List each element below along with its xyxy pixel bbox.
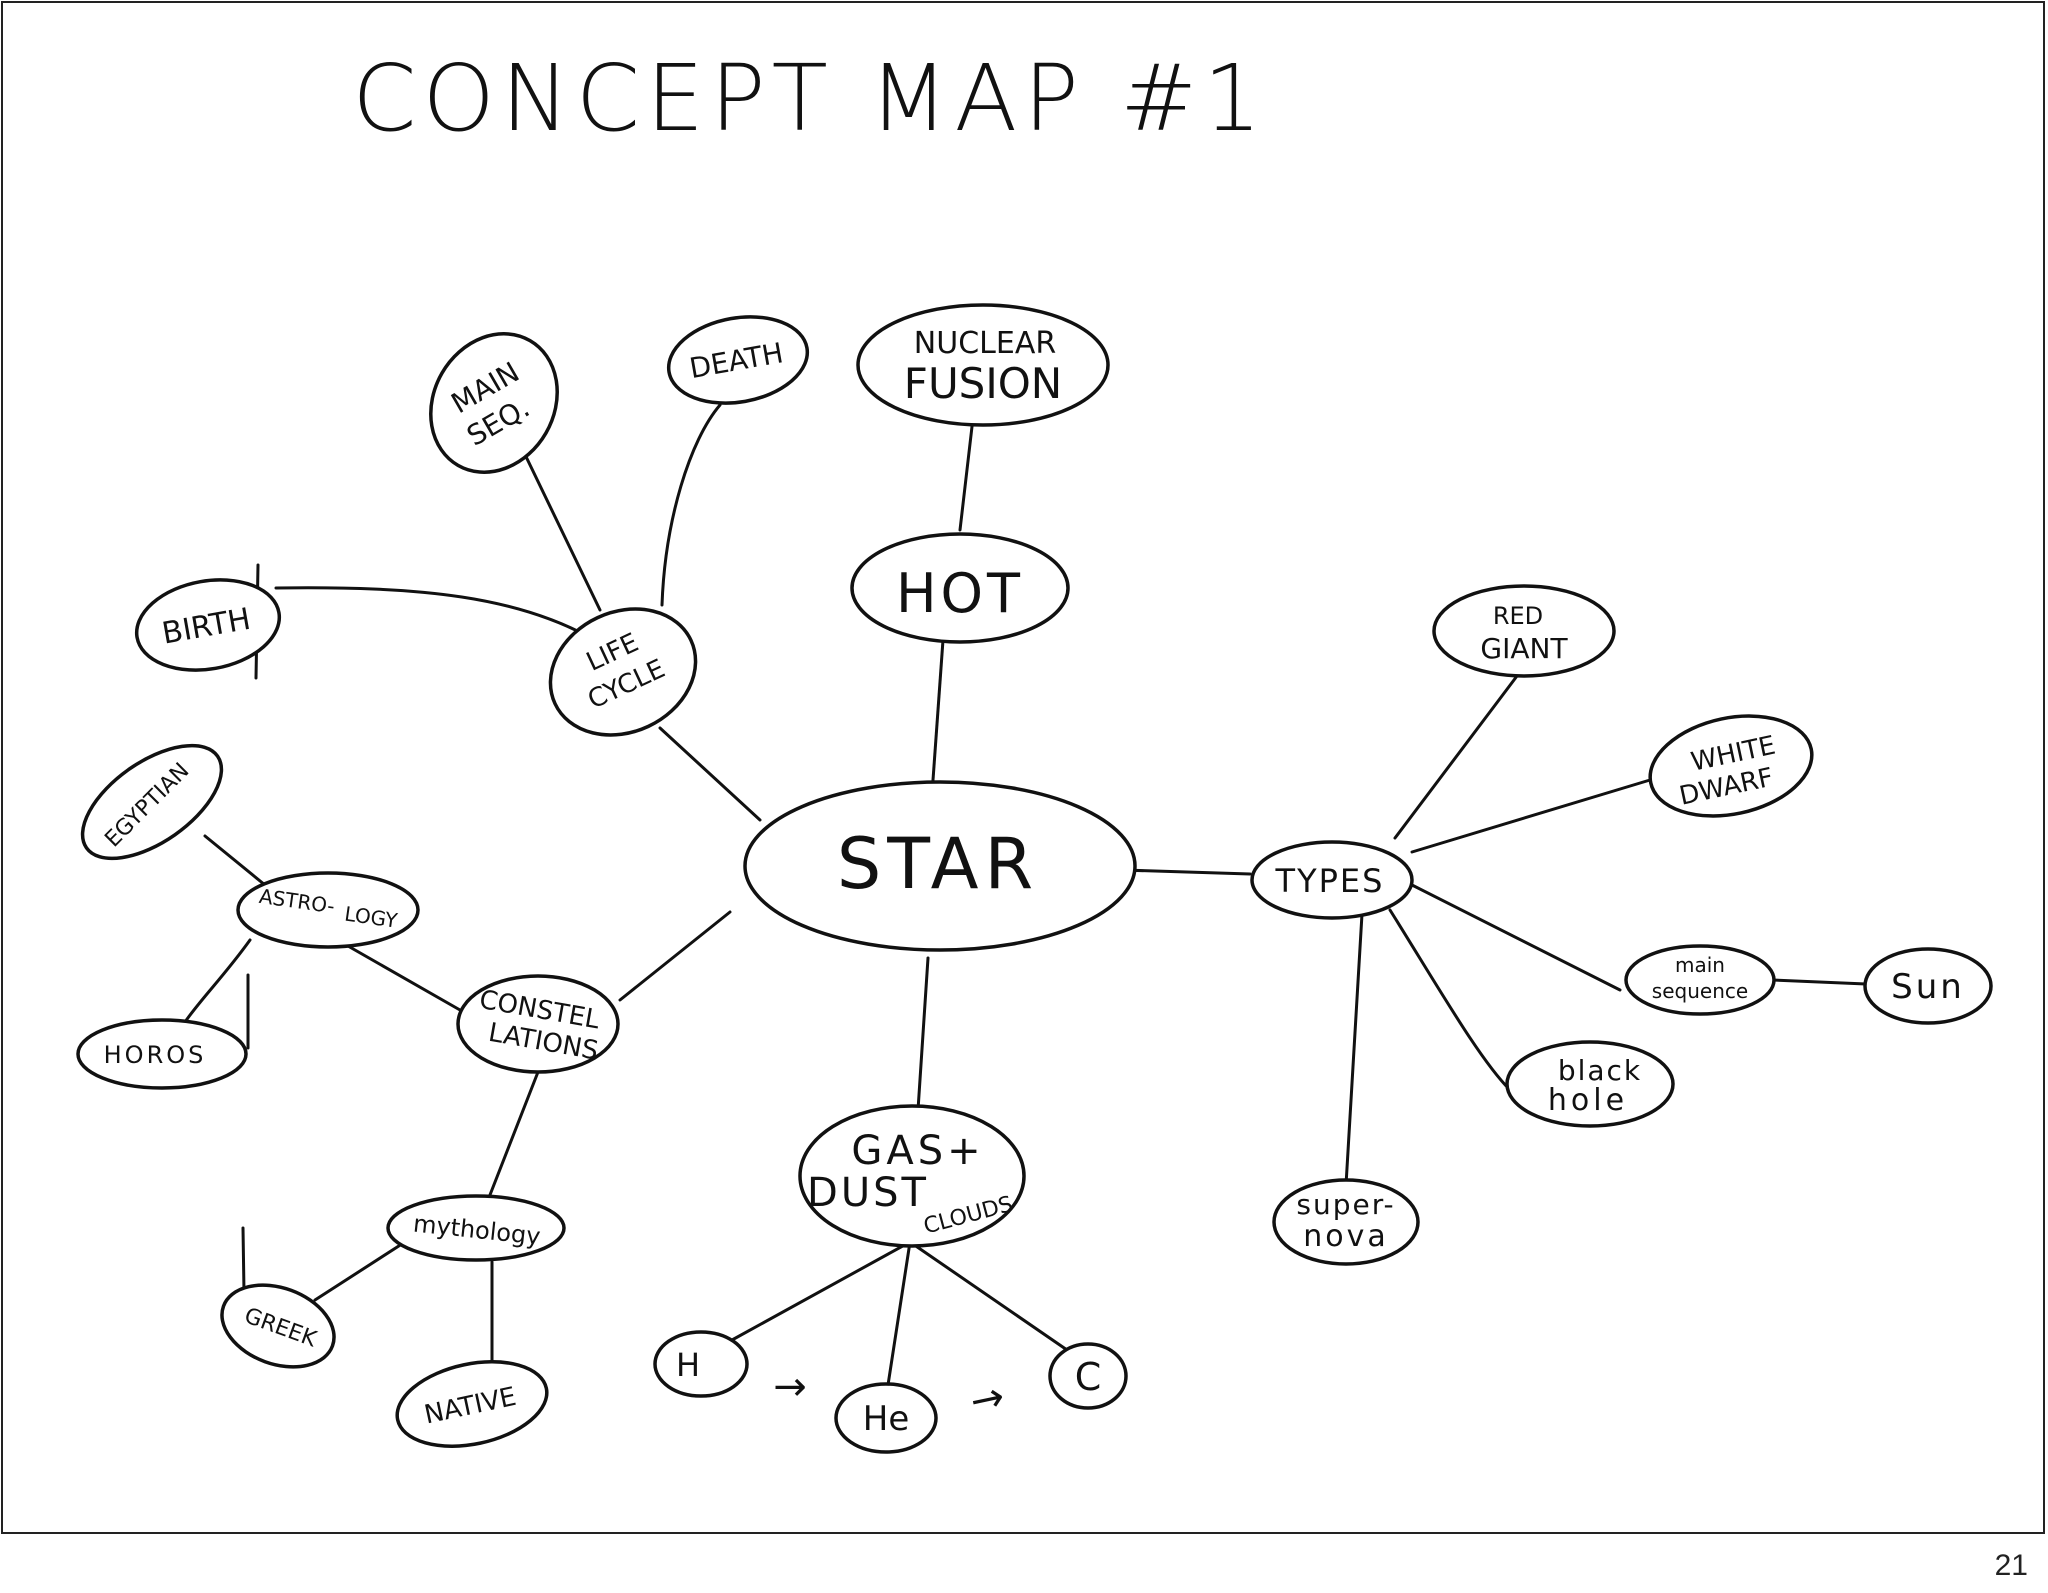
edge-gasdust-c [908,1240,1072,1354]
node-h-shape [653,1330,749,1398]
node-gasdust-label-1: GAS+ [851,1128,984,1174]
edge-star-constellations [618,910,732,1002]
node-death-shape [666,315,810,405]
node-horoscope-label: HOROS [104,1041,207,1069]
node-mainseq-shape [429,332,559,474]
edge-lifecycle-death [660,403,722,607]
edge-types-supernova [1344,912,1364,1187]
node-star-label: STAR [837,823,1039,905]
node-sun-label: Sun [1891,967,1965,1007]
edge-gasdust-he [884,1240,912,1400]
node-fusion-label-2: FUSION [904,359,1062,408]
stroke-greek-tick [241,1226,246,1294]
node-redgiant-shape [1432,584,1616,678]
node-blackhole-label-1: black [1558,1054,1642,1087]
edge-mainsequence-sun [1770,978,1868,986]
edge-lifecycle-birth [274,586,600,644]
edge-types-whitedwarf [1410,778,1652,854]
node-astrology-shape [236,871,420,949]
edge-star-types [1120,868,1252,876]
edge-hot-fusion [958,416,975,532]
node-horoscope-shape [76,1018,248,1090]
node-shapes [76,303,1993,1454]
node-c-label: C [1075,1355,1102,1399]
arrow-he-c: → [966,1373,1008,1425]
node-star-shape [743,780,1137,952]
edge-lifecycle-mainseq [516,438,602,612]
edge-star-hot [931,638,945,782]
node-native-shape [395,1360,549,1448]
edge-astrology-horoscope [183,938,252,1024]
node-h-label: H [676,1346,700,1384]
edge-types-redgiant [1393,670,1522,840]
node-he-shape [834,1382,938,1454]
node-greek-shape [220,1283,336,1369]
edge-gasdust-h [730,1240,912,1342]
edge-star-gasdust [916,956,930,1112]
edge-star-lifecycle [658,726,762,822]
node-fusion-shape [856,303,1110,427]
node-whitedwarf-shape [1648,714,1814,818]
node-hot-shape [850,532,1070,644]
node-sun-shape [1863,947,1993,1025]
node-supernova-label-2: nova [1303,1219,1389,1254]
node-c-shape [1048,1342,1128,1410]
node-gasdust-shape [798,1104,1026,1248]
node-constellations-shape [456,974,620,1074]
node-mainsequence-label-1: main [1675,953,1725,977]
node-blackhole-shape [1505,1040,1675,1128]
node-blackhole-label-2: hole [1548,1083,1628,1118]
concept-map-title: CONCEPT MAP #1 [352,45,1267,152]
node-types-label: TYPES [1275,862,1385,900]
node-redgiant-label-2: GIANT [1480,632,1568,665]
node-mythology-shape [386,1194,566,1262]
edge-types-blackhole [1388,908,1512,1092]
node-redgiant-label-1: RED [1493,602,1543,630]
edge-constellations-mythology [486,1070,540,1202]
node-types-shape [1250,840,1414,920]
edge-astrology-egyptian [203,834,267,887]
node-gasdust-label-2: DUST [807,1170,929,1216]
node-fusion-label-1: NUCLEAR [914,326,1056,361]
page-number: 21 [1994,1549,2028,1582]
node-birth-shape [134,578,282,672]
node-hot-label: HOT [896,562,1024,625]
node-he-label: He [863,1399,909,1439]
node-egyptian-shape [80,743,224,861]
edge-mythology-greek [313,1240,407,1302]
node-supernova-label-1: super- [1296,1188,1395,1221]
node-supernova-shape [1272,1178,1420,1266]
node-mainsequence-label-2: sequence [1652,979,1748,1003]
arrow-h-he: → [773,1364,807,1410]
node-mainsequence-shape [1624,944,1776,1016]
connector-lines [183,403,1868,1400]
node-lifecycle-shape [548,607,698,737]
edge-types-mainsequence [1410,883,1622,992]
